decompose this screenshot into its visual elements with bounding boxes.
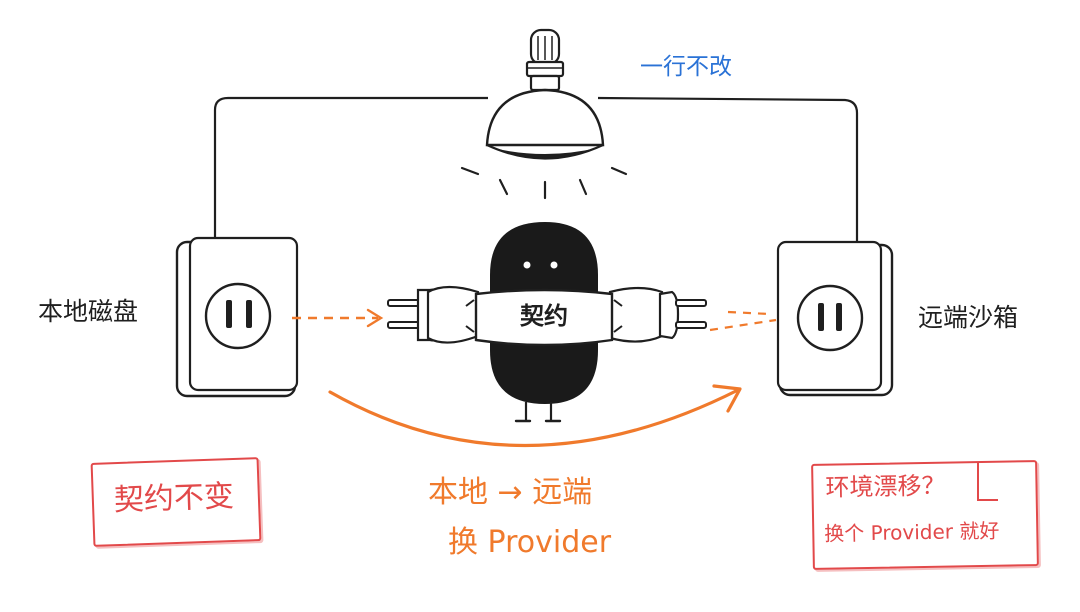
bulb-icon — [525, 28, 565, 92]
left-socket-label: 本地磁盘 — [38, 297, 139, 326]
right-plug-icon — [608, 286, 707, 343]
red-bracket — [977, 462, 998, 501]
lamp-shade-icon — [485, 88, 605, 160]
right-socket — [776, 240, 894, 397]
right-wire — [597, 96, 859, 245]
lamp-note: 一行不改 — [640, 54, 732, 80]
left-dashed-arrow — [292, 308, 384, 328]
right-socket-label: 远端沙箱 — [918, 303, 1019, 332]
left-wire — [213, 96, 488, 240]
light-rays — [460, 166, 628, 200]
center-caption-line1: 本地 → 远端 — [428, 475, 593, 510]
left-plug-icon — [387, 285, 480, 344]
center-caption-line2: 换 Provider — [448, 525, 612, 560]
adapter-band — [474, 288, 614, 347]
left-note-text: 契约不变 — [113, 478, 235, 519]
transfer-arrow — [328, 384, 742, 448]
right-dashed-lines — [709, 310, 777, 332]
band-clips — [465, 299, 623, 333]
right-note-box: 环境漂移？ 换个 Provider 就好 — [811, 460, 1039, 570]
left-note-box: 契约不变 — [90, 457, 262, 547]
adapter-band-label: 契约 — [520, 302, 568, 330]
right-note-line2: 换个 Provider 就好 — [824, 518, 1000, 546]
right-note-line1: 环境漂移？ — [825, 471, 946, 502]
left-socket — [175, 236, 299, 398]
